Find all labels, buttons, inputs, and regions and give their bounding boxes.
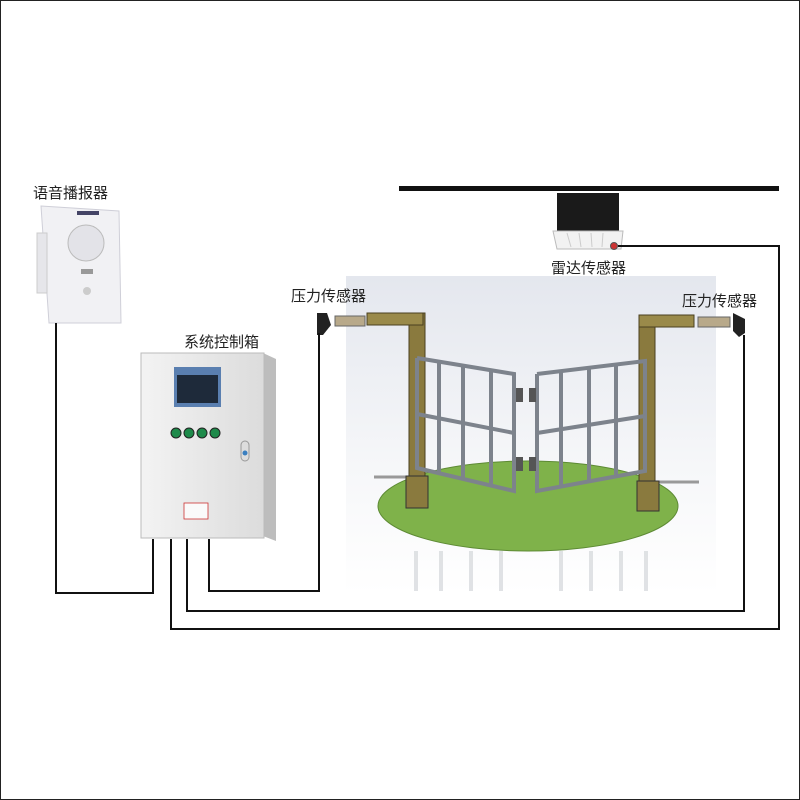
wire-radar: [170, 245, 780, 630]
pressure-sensor-right: [697, 313, 745, 337]
voice-speaker-device: [36, 205, 122, 324]
radar-sensor-label: 雷达传感器: [551, 259, 627, 277]
pressure-sensor-left: [317, 313, 366, 335]
wire-right-pressure: [186, 335, 745, 612]
control-box-label: 系统控制箱: [184, 333, 260, 351]
gate-latches: [516, 388, 536, 471]
control-box-buttons: [170, 427, 221, 439]
right-gate-leaf: [535, 358, 647, 494]
wire-speaker: [55, 323, 154, 594]
pressure-sensor-left-label: 压力传感器: [291, 287, 367, 305]
ground-disc: [377, 460, 679, 552]
pressure-sensor-right-label: 压力传感器: [682, 292, 758, 310]
speaker-label: 语音播报器: [33, 184, 109, 202]
wire-left-pressure: [208, 333, 320, 592]
ground-reflection: [414, 551, 648, 591]
control-box-device: [140, 352, 276, 541]
radar-mount-bar: [399, 186, 779, 191]
radar-sensor-device: [552, 193, 624, 250]
left-gate-leaf: [415, 356, 516, 494]
wiring: [55, 245, 780, 630]
